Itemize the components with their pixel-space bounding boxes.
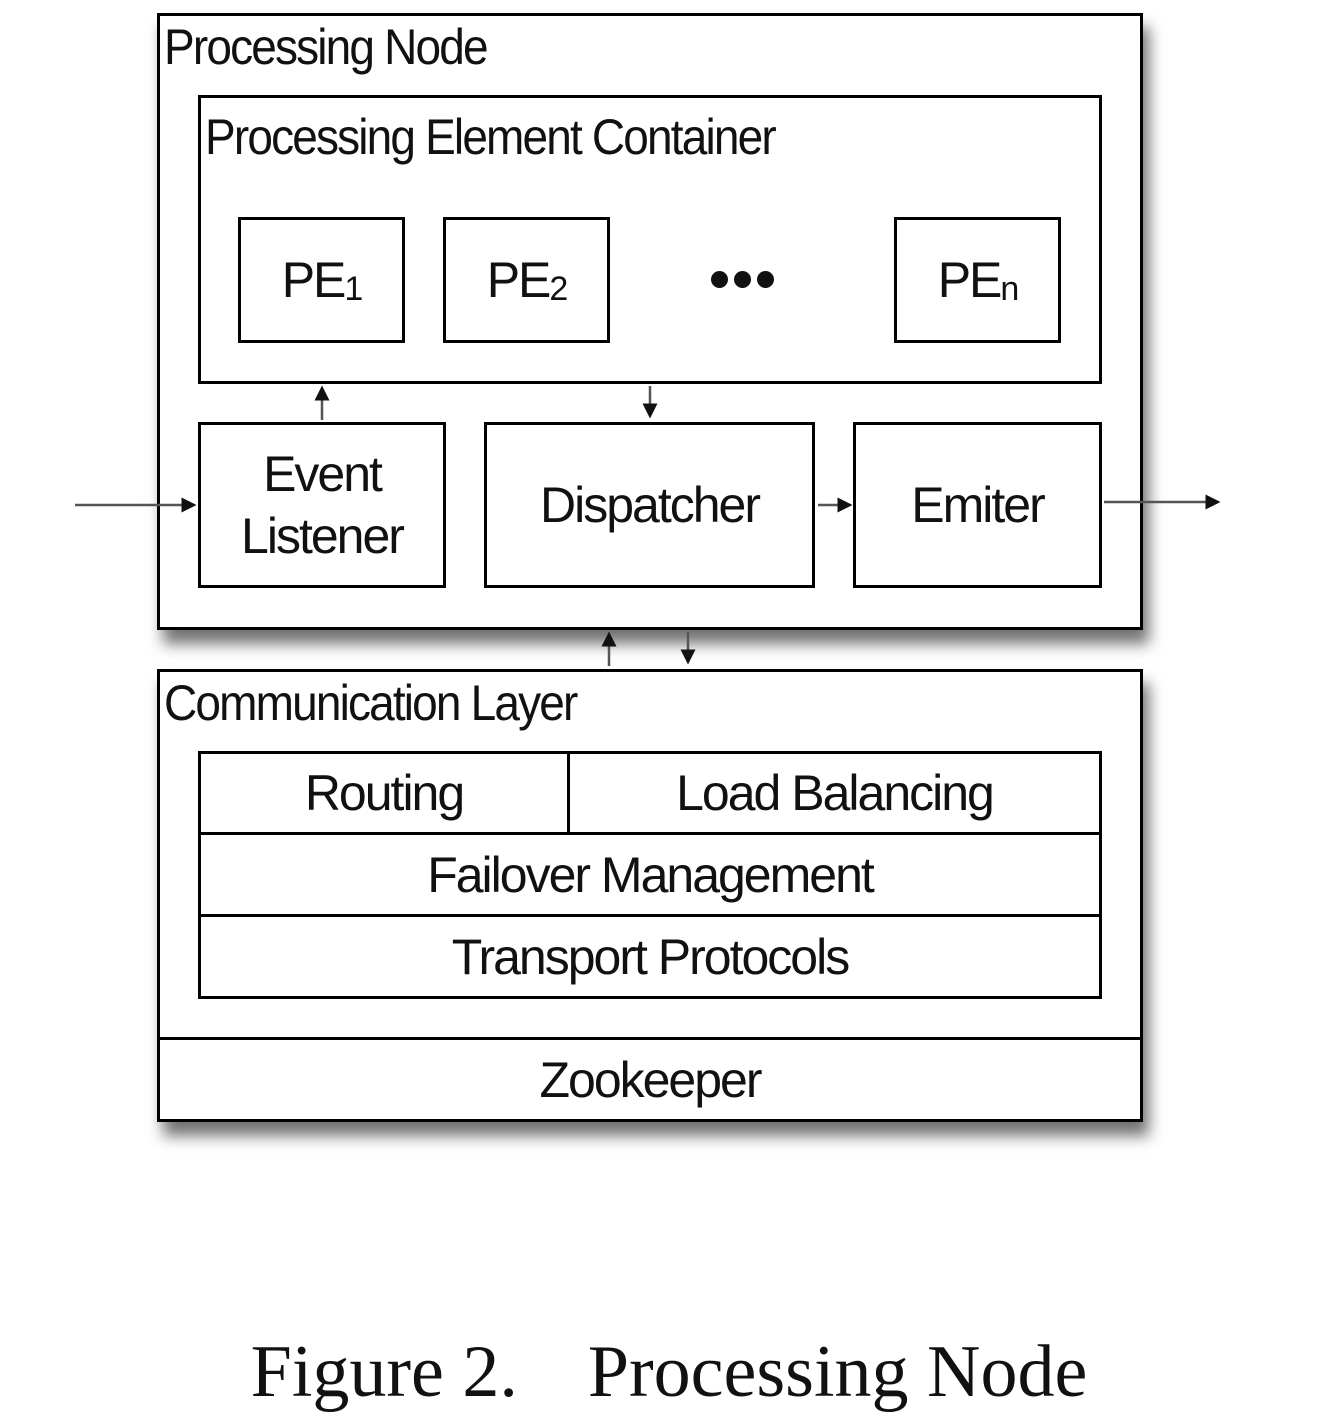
figure-caption: Figure 2. Processing Node	[0, 1330, 1338, 1415]
zookeeper-label: Zookeeper	[539, 1051, 762, 1108]
transport-protocols-label: Transport Protocols	[451, 928, 850, 985]
pe-n-label: PEn	[937, 252, 1020, 308]
dispatcher: Dispatcher	[484, 422, 815, 588]
event-listener-line1: Event	[263, 445, 383, 502]
pe-1-label: PE1	[281, 252, 364, 308]
dot	[757, 271, 774, 288]
ellipsis-dots	[711, 271, 774, 288]
dot	[734, 271, 751, 288]
emitter-label: Emiter	[911, 477, 1045, 533]
pe-2-label: PE2	[486, 252, 569, 308]
zookeeper: Zookeeper	[157, 1037, 1143, 1122]
emitter: Emiter	[853, 422, 1102, 588]
dot	[711, 271, 728, 288]
caption-label: Figure 2.	[250, 1331, 518, 1413]
failover-management-label: Failover Management	[427, 846, 875, 903]
routing-label: Routing	[304, 765, 465, 821]
pe-1: PE1	[238, 217, 405, 343]
pe-container-title: Processing Element Container	[205, 109, 777, 165]
load-balancing: Load Balancing	[567, 751, 1102, 835]
caption-text: Processing Node	[587, 1331, 1088, 1413]
pe-2: PE2	[443, 217, 610, 343]
transport-protocols: Transport Protocols	[198, 914, 1102, 999]
load-balancing-label: Load Balancing	[676, 765, 995, 821]
event-listener: Event Listener	[198, 422, 446, 588]
routing: Routing	[198, 751, 570, 835]
pe-n: PEn	[894, 217, 1061, 343]
processing-node-title: Processing Node	[164, 19, 489, 75]
failover-management: Failover Management	[198, 832, 1102, 917]
dispatcher-label: Dispatcher	[540, 477, 761, 533]
communication-layer-title: Communication Layer	[164, 675, 578, 731]
event-listener-line2: Listener	[241, 508, 405, 564]
